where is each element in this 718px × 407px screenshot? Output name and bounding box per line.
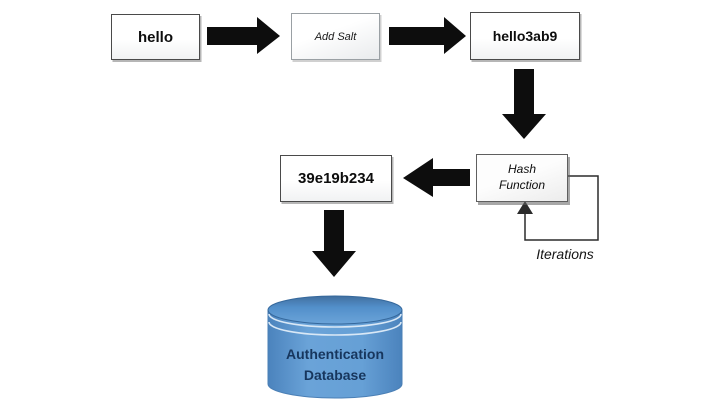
iterations-label: Iterations — [536, 246, 594, 262]
database-label: Authentication Database — [266, 344, 404, 386]
database-cylinder-icon — [267, 295, 403, 399]
loop-arrowhead-up-icon — [517, 201, 533, 214]
arrow-left-icon — [403, 158, 470, 197]
arrow-right-icon — [207, 17, 280, 54]
arrow-down-icon — [502, 69, 546, 139]
hash-function-node: Hash Function — [476, 154, 568, 202]
password-input-label: hello — [137, 28, 173, 46]
hash-function-label-line1: Hash — [507, 162, 536, 177]
hash-output-node: 39e19b234 — [280, 155, 392, 202]
arrow-down-icon — [312, 210, 356, 277]
add-salt-label: Add Salt — [314, 30, 357, 43]
arrow-right-icon — [389, 17, 466, 54]
password-input-node: hello — [111, 14, 200, 60]
iterations-loop-line — [524, 175, 599, 241]
hash-function-label-line2: Function — [498, 178, 546, 192]
salted-password-node: hello3ab9 — [470, 12, 580, 60]
hash-output-label: 39e19b234 — [298, 170, 374, 187]
database-label-line2: Database — [303, 367, 367, 383]
database-label-line1: Authentication — [286, 346, 384, 362]
add-salt-node: Add Salt — [291, 13, 380, 60]
salted-password-label: hello3ab9 — [492, 28, 558, 44]
